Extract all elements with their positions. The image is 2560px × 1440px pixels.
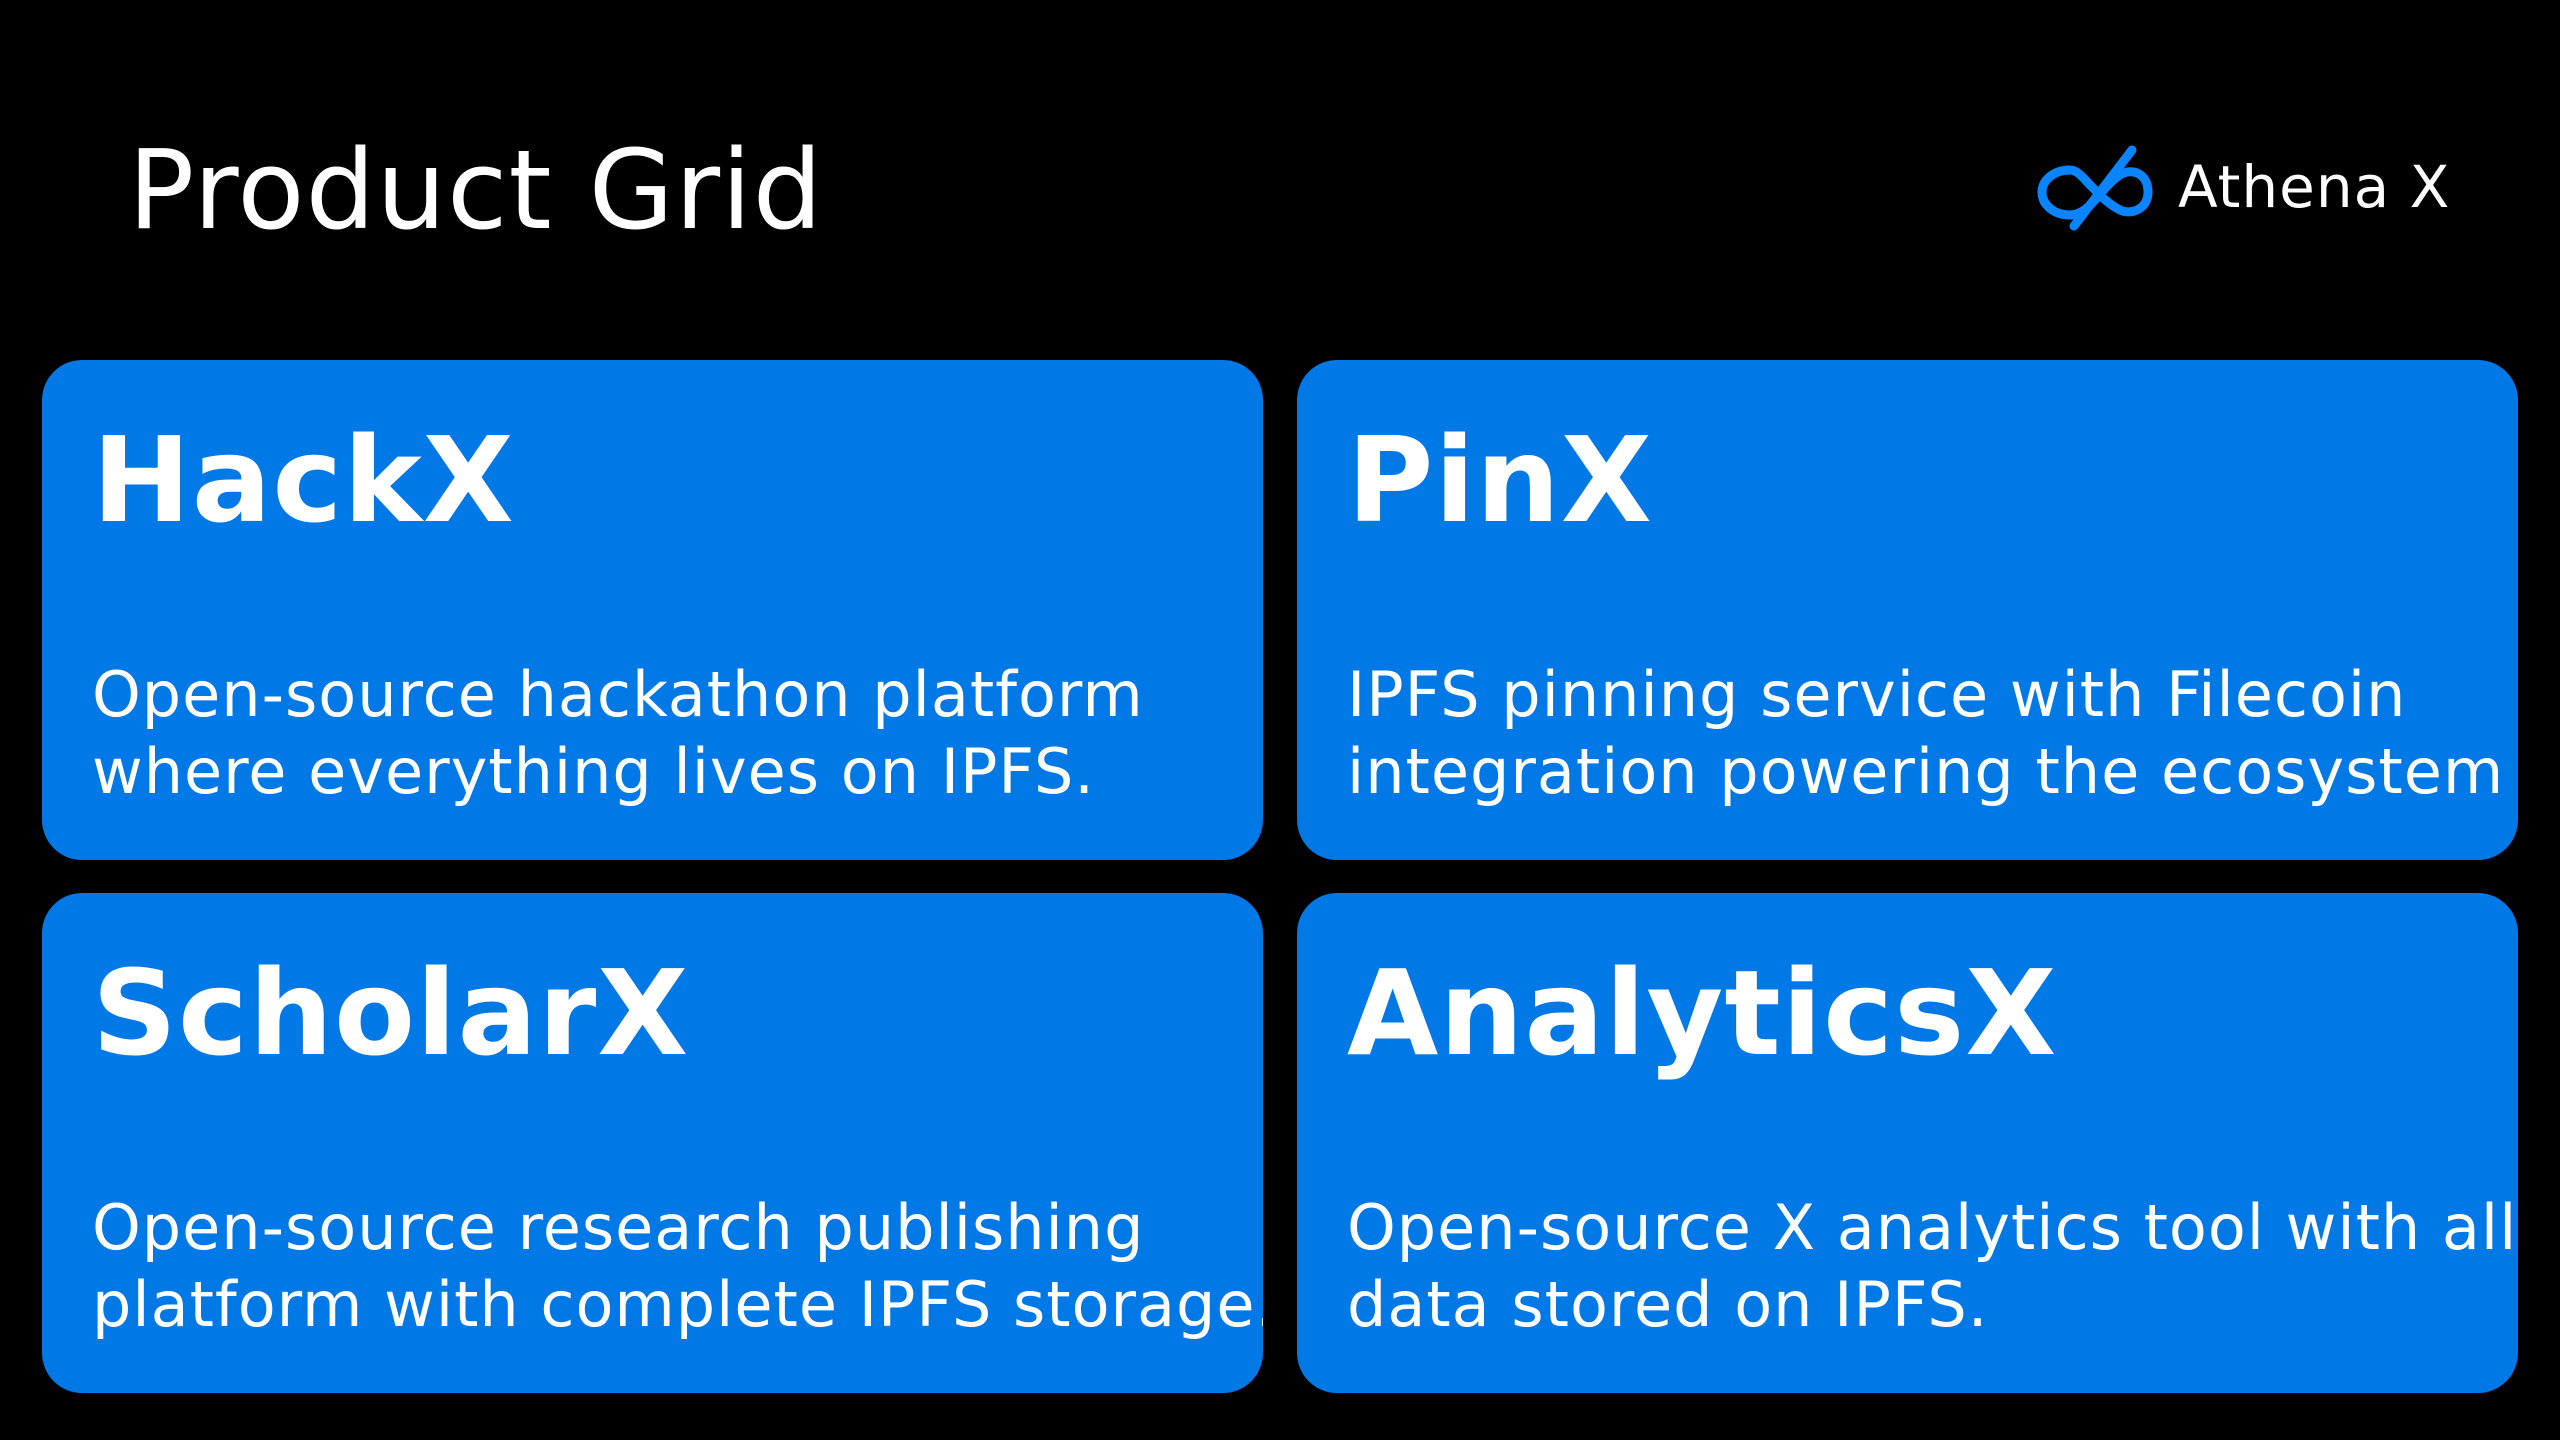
- page-title: Product Grid: [128, 126, 824, 254]
- infinity-loop: [2037, 165, 2153, 220]
- product-description-line: Open-source X analytics tool with all: [1347, 1191, 2518, 1264]
- product-description: Open-source hackathon platform where eve…: [92, 656, 1242, 810]
- product-description-line: where everything lives on IPFS.: [92, 735, 1096, 808]
- product-card-analyticsx[interactable]: AnalyticsX Open-source X analytics tool …: [1297, 893, 2518, 1393]
- product-card-scholarx[interactable]: ScholarX Open-source research publishing…: [42, 893, 1263, 1393]
- product-grid: HackX Open-source hackathon platform whe…: [42, 360, 2518, 1393]
- product-card-hackx[interactable]: HackX Open-source hackathon platform whe…: [42, 360, 1263, 860]
- product-description-line: integration powering the ecosystem: [1347, 735, 2505, 808]
- product-description-line: IPFS pinning service with Filecoin: [1347, 658, 2407, 731]
- product-description: IPFS pinning service with Filecoin integ…: [1347, 656, 2505, 810]
- brand-logo[interactable]: Athena X: [2034, 140, 2450, 234]
- brand-name: Athena X: [2178, 153, 2451, 221]
- product-title: HackX: [92, 411, 515, 549]
- product-description-line: Open-source hackathon platform: [92, 658, 1144, 731]
- infinity-icon: [2037, 145, 2153, 231]
- product-title: ScholarX: [92, 944, 690, 1082]
- product-description-line: platform with complete IPFS storage.: [92, 1268, 1263, 1341]
- product-description-line: data stored on IPFS.: [1347, 1268, 1989, 1341]
- product-title: AnalyticsX: [1347, 944, 2058, 1082]
- product-description-line: Open-source research publishing: [92, 1191, 1145, 1264]
- product-description: Open-source research publishing platform…: [92, 1189, 1263, 1343]
- product-title: PinX: [1347, 411, 1653, 549]
- infinity-slash: [2069, 145, 2137, 231]
- product-description: Open-source X analytics tool with all da…: [1347, 1189, 2518, 1343]
- product-card-pinx[interactable]: PinX IPFS pinning service with Filecoin …: [1297, 360, 2518, 860]
